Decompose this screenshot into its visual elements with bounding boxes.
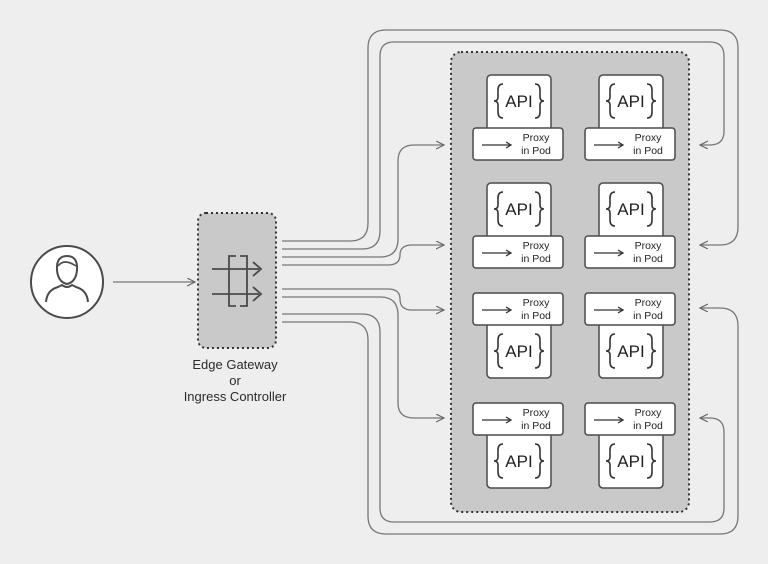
- proxy-label-line-2: in Pod: [633, 145, 663, 157]
- return-loop-outer: [282, 29, 739, 245]
- proxy-label-line-2: in Pod: [633, 253, 663, 265]
- proxy-box: [584, 292, 676, 326]
- right-brace-icon: [646, 443, 657, 479]
- gateway-label: Edge Gateway or Ingress Controller: [150, 357, 320, 405]
- proxy-label-line-2: in Pod: [521, 310, 551, 322]
- api-label: API: [505, 200, 532, 219]
- arrow-head-icon: [505, 249, 513, 257]
- arrow-head-icon: [505, 141, 513, 149]
- proxy-label-line-2: in Pod: [633, 420, 663, 432]
- proxy-label-line-1: Proxy: [523, 297, 551, 309]
- api-label: API: [617, 452, 644, 471]
- left-brace-icon: [605, 333, 616, 369]
- user-icon: [30, 245, 104, 319]
- proxy-label-line-1: Proxy: [523, 132, 551, 144]
- right-brace-icon: [534, 191, 545, 227]
- edge-gateway-box: [197, 212, 277, 349]
- proxy-box: [472, 127, 564, 161]
- proxy-label-line-2: in Pod: [633, 310, 663, 322]
- right-brace-icon: [534, 443, 545, 479]
- gateway-label-line-3: Ingress Controller: [183, 389, 287, 404]
- api-label: API: [505, 342, 532, 361]
- left-brace-icon: [493, 191, 504, 227]
- api-label: API: [505, 452, 532, 471]
- proxy-box: [472, 235, 564, 269]
- gateway-routing-icon: [212, 255, 263, 307]
- proxy-label-line-1: Proxy: [635, 407, 663, 419]
- proxy-label-line-1: Proxy: [523, 407, 551, 419]
- left-brace-icon: [605, 83, 616, 119]
- proxy-box: [584, 127, 676, 161]
- proxy-label-line-1: Proxy: [635, 132, 663, 144]
- right-brace-icon: [534, 333, 545, 369]
- arrow-head-icon: [617, 416, 625, 424]
- return-loop-bottom-outer: [282, 308, 739, 535]
- proxy-box: [472, 292, 564, 326]
- service-cluster: [450, 51, 690, 513]
- proxy-box: [472, 402, 564, 436]
- right-brace-icon: [646, 333, 657, 369]
- route-to-proxy-row2: [282, 245, 444, 266]
- api-label: API: [617, 342, 644, 361]
- proxy-label-line-2: in Pod: [521, 145, 551, 157]
- proxy-label-line-1: Proxy: [523, 240, 551, 252]
- route-to-proxy-row4: [282, 296, 444, 418]
- gateway-label-line-1: Edge Gateway: [192, 357, 278, 372]
- route-to-proxy-row1: [282, 145, 444, 258]
- api-label: API: [505, 92, 532, 111]
- return-loop-bottom-inner: [282, 313, 725, 523]
- left-brace-icon: [493, 83, 504, 119]
- right-brace-icon: [646, 191, 657, 227]
- proxy-label-line-1: Proxy: [635, 240, 663, 252]
- arrow-head-icon: [617, 249, 625, 257]
- right-brace-icon: [534, 83, 545, 119]
- return-loop-inner: [282, 41, 725, 250]
- left-brace-icon: [605, 443, 616, 479]
- arrow-head-icon: [617, 141, 625, 149]
- arrow-head-icon: [505, 416, 513, 424]
- arrow-head-icon: [617, 306, 625, 314]
- proxy-box: [584, 235, 676, 269]
- left-brace-icon: [605, 191, 616, 227]
- right-brace-icon: [646, 83, 657, 119]
- route-to-proxy-row3: [282, 288, 444, 310]
- proxy-label-line-2: in Pod: [521, 253, 551, 265]
- proxy-label-line-1: Proxy: [635, 297, 663, 309]
- api-label: API: [617, 200, 644, 219]
- api-label: API: [617, 92, 644, 111]
- left-brace-icon: [493, 333, 504, 369]
- gateway-label-line-2: or: [229, 373, 241, 388]
- proxy-box: [584, 402, 676, 436]
- arrow-head-icon: [505, 306, 513, 314]
- left-brace-icon: [493, 443, 504, 479]
- proxy-label-line-2: in Pod: [521, 420, 551, 432]
